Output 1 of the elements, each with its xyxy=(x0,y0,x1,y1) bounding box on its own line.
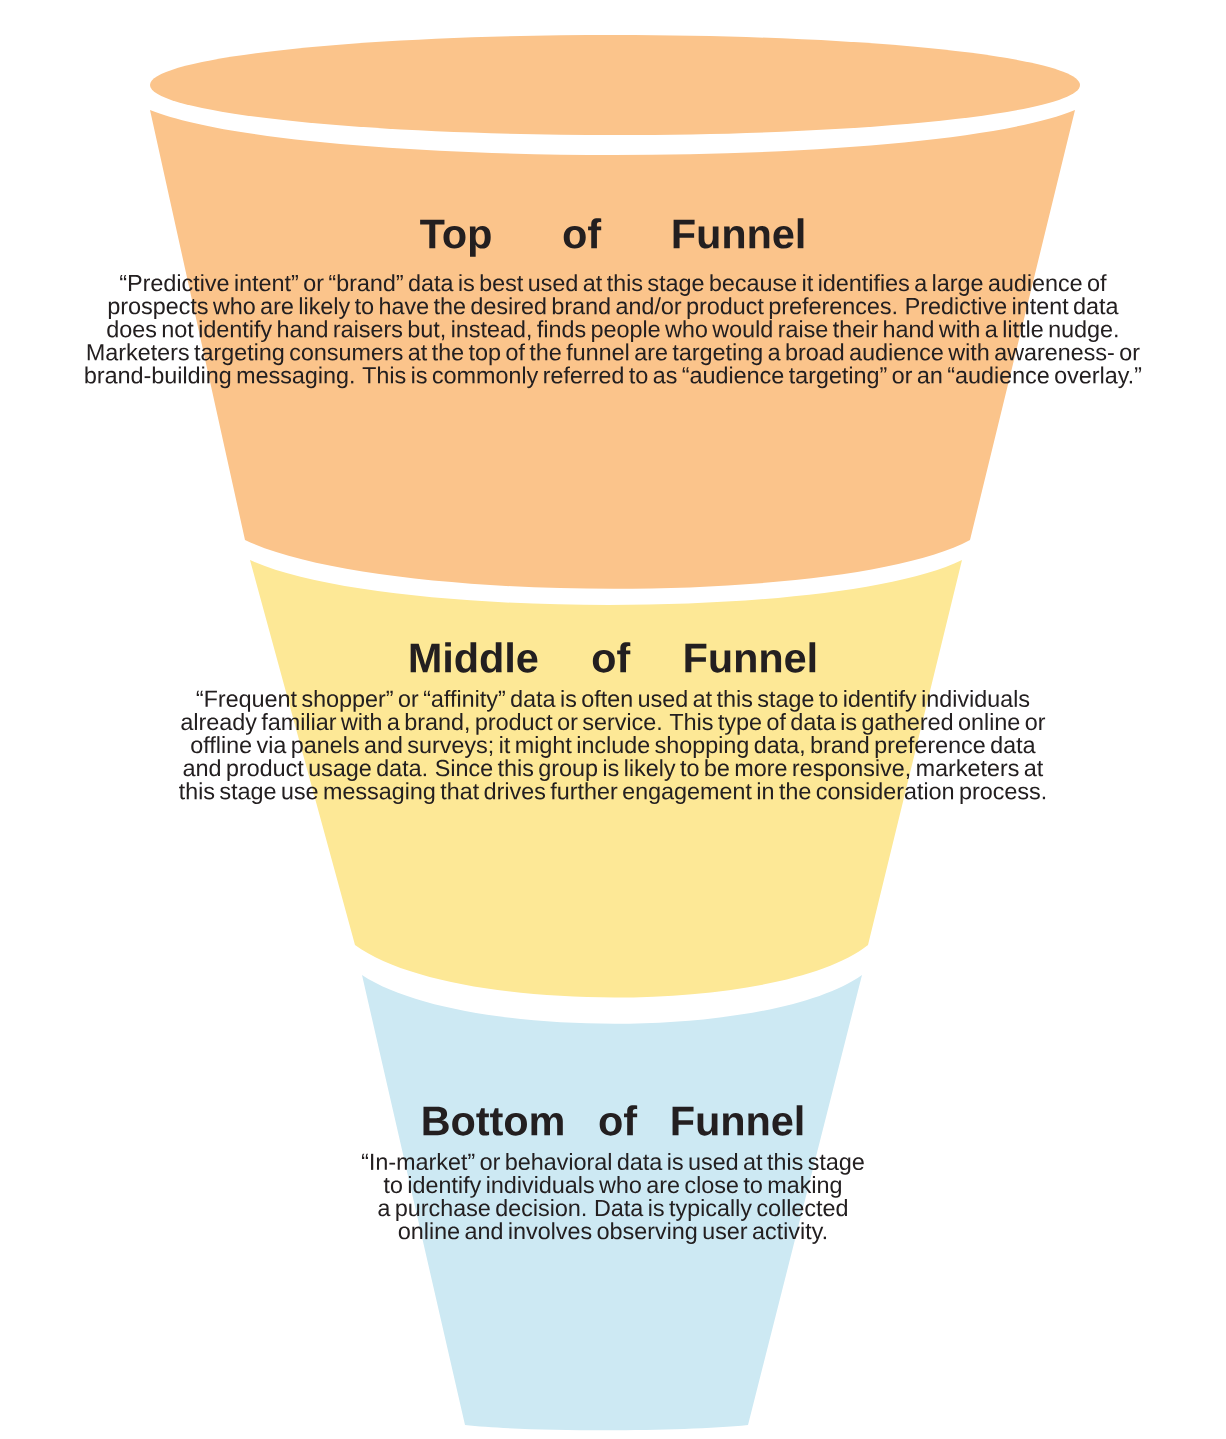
funnel-band: Bottom of Funnel “In-market” or behavioral data is used at this stage to identify individuals who are close to making a purchase decision. Data is typically collected online and involves observing user activity. xyxy=(362,975,864,1431)
